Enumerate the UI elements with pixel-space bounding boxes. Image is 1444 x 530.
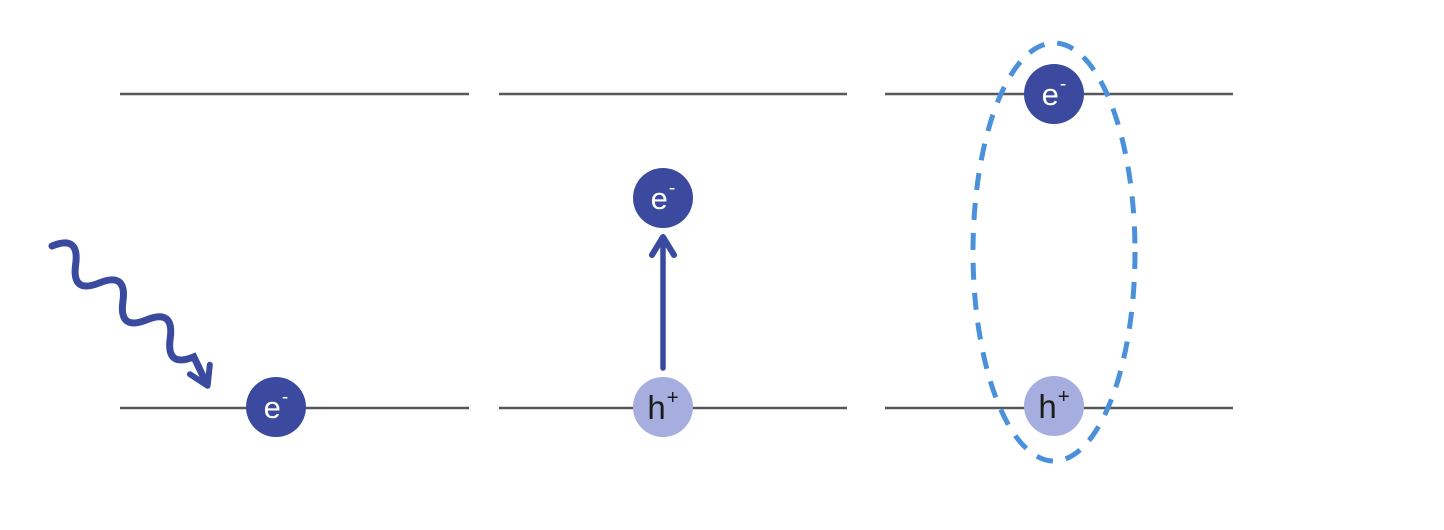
electron-charge-sup: - [281,387,289,409]
photon-wave-path [48,239,213,389]
hole-charge-sup: + [1057,384,1070,408]
electron-charge-sup: - [668,178,676,200]
electron-label: e [263,389,281,425]
electron-charge-sup: - [1059,74,1067,96]
electron-label: e [650,180,668,216]
photon-wavy-arrow-icon [48,239,213,389]
panel3-hole: h+ [1024,376,1084,436]
panel3-electron: e- [1024,64,1084,124]
hole-charge-sup: + [666,385,679,409]
exciton-dashed-ellipse [970,40,1138,464]
electron-label: e [1041,76,1059,112]
hole-label: h [647,388,666,426]
hole-label: h [1038,387,1057,425]
panel1-electron: e- [246,377,306,437]
panel2-electron: e- [633,168,693,228]
panel2-hole: h+ [633,377,693,437]
